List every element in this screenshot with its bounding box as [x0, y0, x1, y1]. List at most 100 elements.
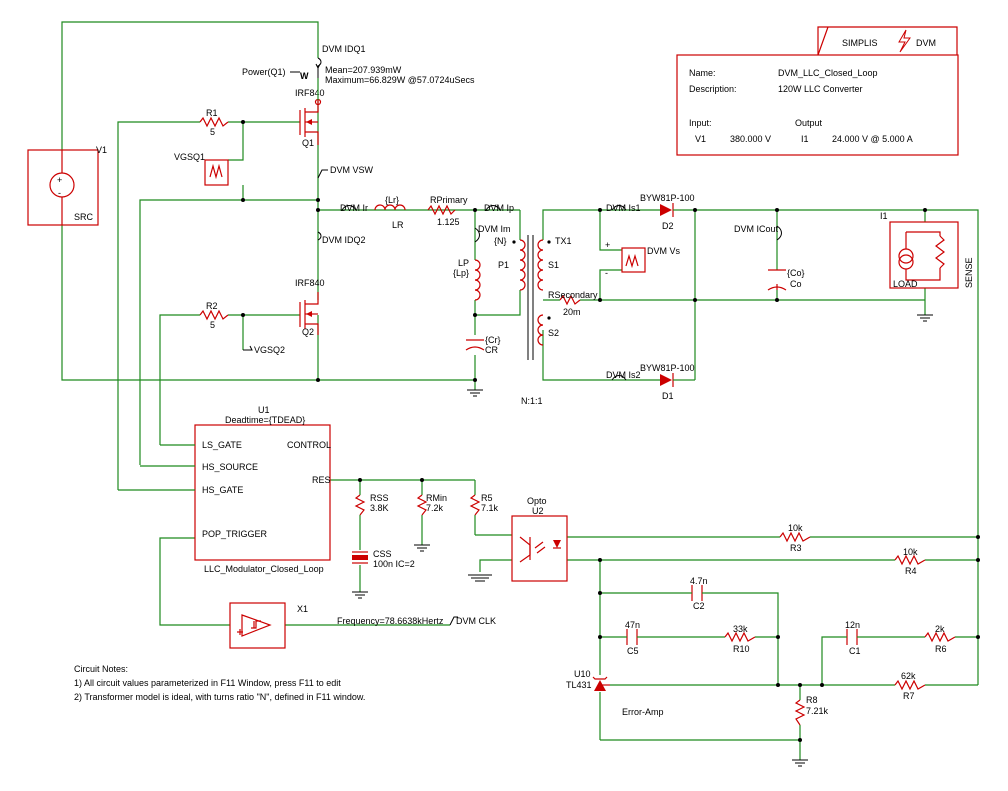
name-value: DVM_LLC_Closed_Loop — [778, 68, 878, 78]
u2-label: U2 — [532, 506, 544, 516]
svg-text:+: + — [57, 175, 62, 185]
load-i1[interactable]: I1 LOAD — [880, 211, 959, 289]
r10-label: R10 — [733, 644, 750, 654]
pin-ls-gate: LS_GATE — [202, 440, 242, 450]
d2-label: D2 — [662, 221, 674, 231]
r1-resistor[interactable]: R1 5 — [199, 108, 229, 137]
rmin-resistor[interactable]: RMin 7.2k — [416, 493, 447, 516]
cr-capacitor[interactable]: {Cr} CR — [465, 335, 501, 355]
notes-line-2: 2) Transformer model is ideal, with turn… — [74, 692, 365, 702]
rsecondary-resistor[interactable]: RSecondary 20m — [548, 290, 598, 317]
s1-label: S1 — [548, 260, 559, 270]
q2-mosfet[interactable]: IRF840 Q2 — [295, 278, 325, 337]
ground-primary — [467, 389, 483, 397]
rmin-value: 7.2k — [426, 503, 444, 513]
vgsq2-label: VGSQ2 — [254, 345, 285, 355]
lp-param: {Lp} — [453, 268, 469, 278]
vgsq2-probe[interactable]: VGSQ2 — [243, 345, 285, 355]
d1-part-label: BYW81P-100 — [640, 363, 695, 373]
r6-label: R6 — [935, 644, 947, 654]
dvm-ip-probe[interactable]: DVM Ip — [484, 203, 514, 213]
dvm-is2-probe[interactable]: DVM Is2 — [606, 370, 641, 381]
c1-value: 12n — [845, 620, 860, 630]
d1-diode[interactable]: BYW81P-100 D1 — [640, 363, 695, 401]
dvm-is1-probe[interactable]: DVM Is1 — [606, 203, 641, 213]
lp-inductor[interactable]: LP {Lp} — [453, 258, 481, 301]
r2-label: R2 — [206, 301, 218, 311]
r10-resistor[interactable]: 33k R10 — [724, 624, 756, 654]
u1-modulator[interactable]: U1 Deadtime={TDEAD} LS_GATE HS_SOURCE HS… — [118, 405, 331, 574]
turns-ratio: N:1:1 — [521, 396, 543, 406]
r3-resistor[interactable]: 10k R3 — [779, 523, 811, 553]
rprimary-resistor[interactable]: RPrimary 1.125 — [427, 195, 468, 227]
notes-heading: Circuit Notes: — [74, 664, 128, 674]
x1-label: X1 — [297, 604, 308, 614]
v1-source[interactable]: + - V1 SRC — [27, 145, 107, 226]
q2-label: Q2 — [302, 327, 314, 337]
lr-inductor[interactable]: {Lr} LR — [374, 195, 406, 230]
css-label: CSS — [373, 549, 392, 559]
pin-control: CONTROL — [287, 440, 331, 450]
vgsq1-probe[interactable]: VGSQ1 — [174, 152, 229, 186]
q1-mosfet[interactable]: IRF840 Q1 — [295, 88, 325, 148]
r4-resistor[interactable]: 10k R4 — [894, 547, 926, 576]
power-probe-q1[interactable]: Power(Q1) W Mean=207.939mW Maximum=66.82… — [242, 65, 475, 85]
output-label: Output — [795, 118, 823, 128]
r7-value: 62k — [901, 671, 916, 681]
dvm-im-probe[interactable]: DVM Im — [474, 224, 511, 243]
s2-label: S2 — [548, 328, 559, 338]
rss-label: RSS — [370, 493, 389, 503]
r6-resistor[interactable]: 2k R6 — [924, 624, 956, 654]
u1-label: U1 — [258, 405, 270, 415]
dvm-icout-probe[interactable]: DVM ICout — [734, 224, 782, 241]
power-max: Maximum=66.829W @57.0724uSecs — [325, 75, 475, 85]
r2-resistor[interactable]: R2 5 — [199, 301, 229, 330]
dvm-vsw-probe[interactable]: DVM VSW — [317, 165, 374, 179]
vs-plus-icon: + — [605, 240, 610, 250]
r8-resistor[interactable]: R8 7.21k — [794, 695, 829, 726]
r1-label: R1 — [206, 108, 218, 118]
dvm-vs-probe[interactable]: + - DVM Vs — [605, 240, 681, 278]
u10-tl431[interactable]: U10 TL431 Error-Amp — [566, 669, 664, 717]
c5-capacitor[interactable]: 47n C5 — [625, 620, 640, 656]
r4-value: 10k — [903, 547, 918, 557]
c1-label: C1 — [849, 646, 861, 656]
co-capacitor[interactable]: {Co} Co — [767, 268, 805, 291]
dvm-idq2-probe[interactable]: DVM IDQ2 — [317, 231, 366, 245]
rsecondary-label: RSecondary — [548, 290, 598, 300]
d1-label: D1 — [662, 391, 674, 401]
dvm-idq1-probe[interactable]: DVM IDQ1 — [315, 44, 366, 100]
vgsq1-label: VGSQ1 — [174, 152, 205, 162]
c2-capacitor[interactable]: 4.7n C2 — [690, 576, 708, 611]
c1-capacitor[interactable]: 12n C1 — [845, 620, 861, 656]
rprimary-value: 1.125 — [437, 217, 460, 227]
lp-label: LP — [458, 258, 469, 268]
dvm-is2-label: DVM Is2 — [606, 370, 641, 380]
r3-value: 10k — [788, 523, 803, 533]
dvm-ir-label: DVM Ir — [340, 203, 368, 213]
x1-schmitt[interactable]: X1 — [229, 602, 308, 649]
css-capacitor[interactable]: CSS 100n IC=2 — [352, 549, 415, 569]
r8-value: 7.21k — [806, 706, 829, 716]
rss-resistor[interactable]: RSS 3.8K — [354, 493, 389, 516]
modulator-name: LLC_Modulator_Closed_Loop — [204, 564, 324, 574]
d2-diode[interactable]: BYW81P-100 D2 — [640, 193, 695, 231]
r2-value: 5 — [210, 320, 215, 330]
opto-u2[interactable]: Opto U2 — [511, 496, 568, 582]
r4-label: R4 — [905, 566, 917, 576]
rprimary-label: RPrimary — [430, 195, 468, 205]
circuit-notes: Circuit Notes: 1) All circuit values par… — [74, 664, 365, 702]
r5-resistor[interactable]: R5 7.1k — [469, 493, 499, 516]
svg-text:-: - — [58, 188, 61, 198]
description-label: Description: — [689, 84, 737, 94]
r7-resistor[interactable]: 62k R7 — [894, 671, 926, 701]
co-param: {Co} — [787, 268, 805, 278]
dvm-ir-probe[interactable]: DVM Ir — [340, 203, 368, 213]
power-w-icon: W — [300, 71, 309, 81]
error-amp-label: Error-Amp — [622, 707, 664, 717]
cr-label: CR — [485, 345, 498, 355]
dvm-clk-probe[interactable]: Frequency=78.6638kHertz DVM CLK — [337, 616, 496, 626]
lr-label: LR — [392, 220, 404, 230]
transformer-tx1[interactable]: {N} P1 TX1 S1 S2 N:1:1 — [494, 235, 572, 406]
input-label: Input: — [689, 118, 712, 128]
